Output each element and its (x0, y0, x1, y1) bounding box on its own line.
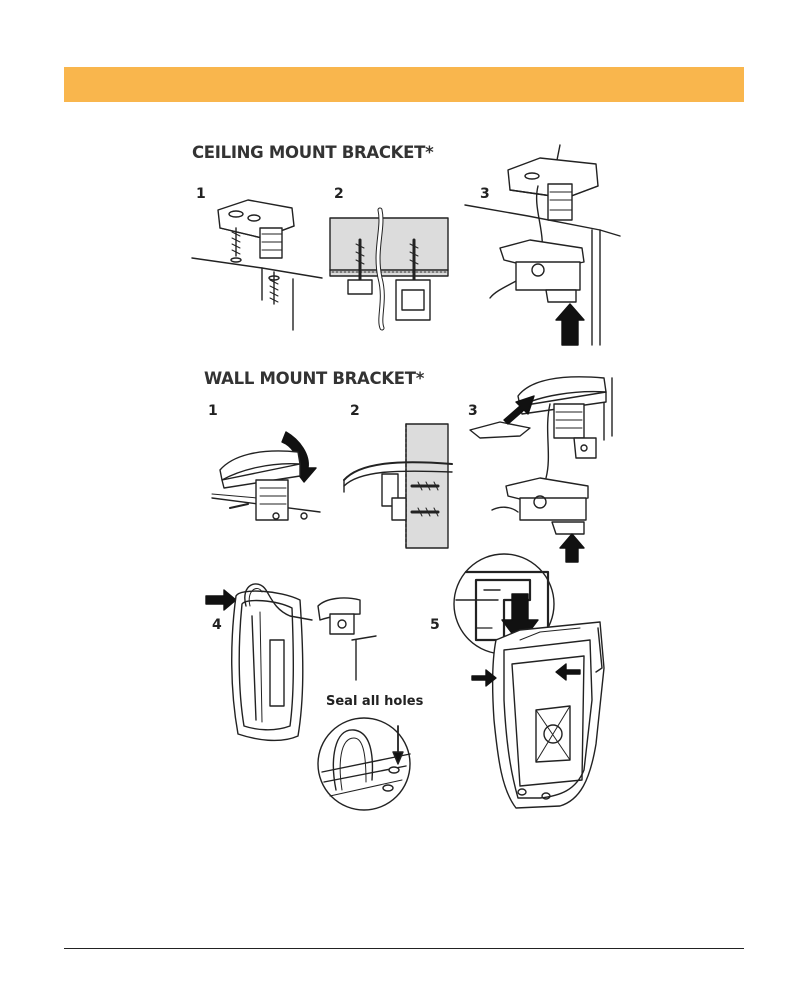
step-5-illustration (453, 553, 605, 809)
step-5-label: 5 (430, 617, 440, 633)
wall-step-2-label: 2 (350, 403, 360, 419)
ceiling-mount-heading: CEILING MOUNT BRACKET* (192, 143, 434, 162)
wall-step-2-illustration (343, 423, 453, 549)
wall-step-3-illustration (469, 376, 613, 563)
footer-divider (64, 948, 744, 949)
seal-all-holes-detail (317, 717, 411, 811)
ceiling-step-3-label: 3 (480, 186, 490, 202)
wall-mount-heading: WALL MOUNT BRACKET* (204, 369, 425, 388)
ceiling-step-1-illustration (191, 199, 323, 331)
wall-step-1-illustration (211, 431, 321, 521)
wall-step-3-label: 3 (468, 403, 478, 419)
ceiling-step-1-label: 1 (196, 186, 206, 202)
ceiling-step-3-illustration (464, 144, 621, 346)
ceiling-step-2-illustration (329, 207, 449, 331)
step-4-label: 4 (212, 617, 222, 633)
ceiling-step-2-label: 2 (334, 186, 344, 202)
step-4-illustration (205, 583, 377, 742)
seal-all-holes-callout: Seal all holes (326, 694, 424, 709)
wall-step-1-label: 1 (208, 403, 218, 419)
orange-header-banner (64, 67, 744, 102)
